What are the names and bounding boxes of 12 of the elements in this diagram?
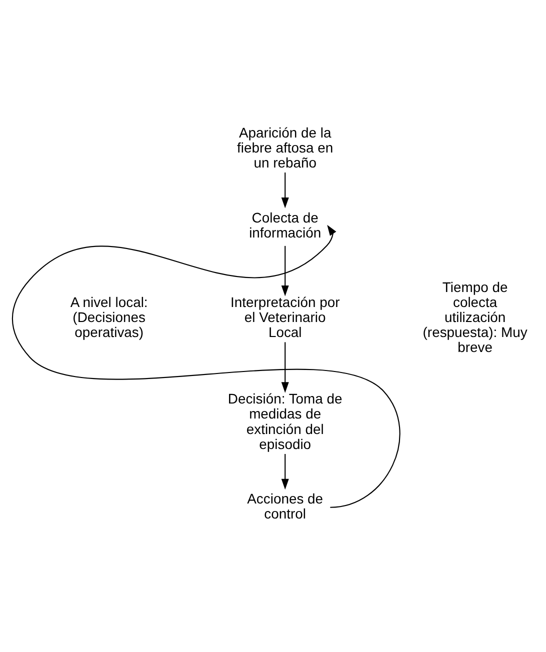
node-text: Acciones de control <box>247 490 324 522</box>
arrow <box>281 454 289 490</box>
label: A nivel local: (Decisiones operativas) <box>70 294 148 340</box>
arrow <box>281 246 289 296</box>
label: Tiempo de colecta utilización (respuesta): Muy breve <box>422 279 528 356</box>
arrow <box>281 172 289 208</box>
node-text: Colecta de información <box>249 209 322 240</box>
node-text: Decisión: Toma de medidas de extinción del episodio <box>228 390 342 452</box>
node-text: Aparición de la fiebre aftosa en un rebaño <box>237 124 334 171</box>
arrow <box>281 342 289 393</box>
node-text: Interpretación por el Veterinario Local <box>230 294 340 340</box>
arrow <box>12 224 400 508</box>
